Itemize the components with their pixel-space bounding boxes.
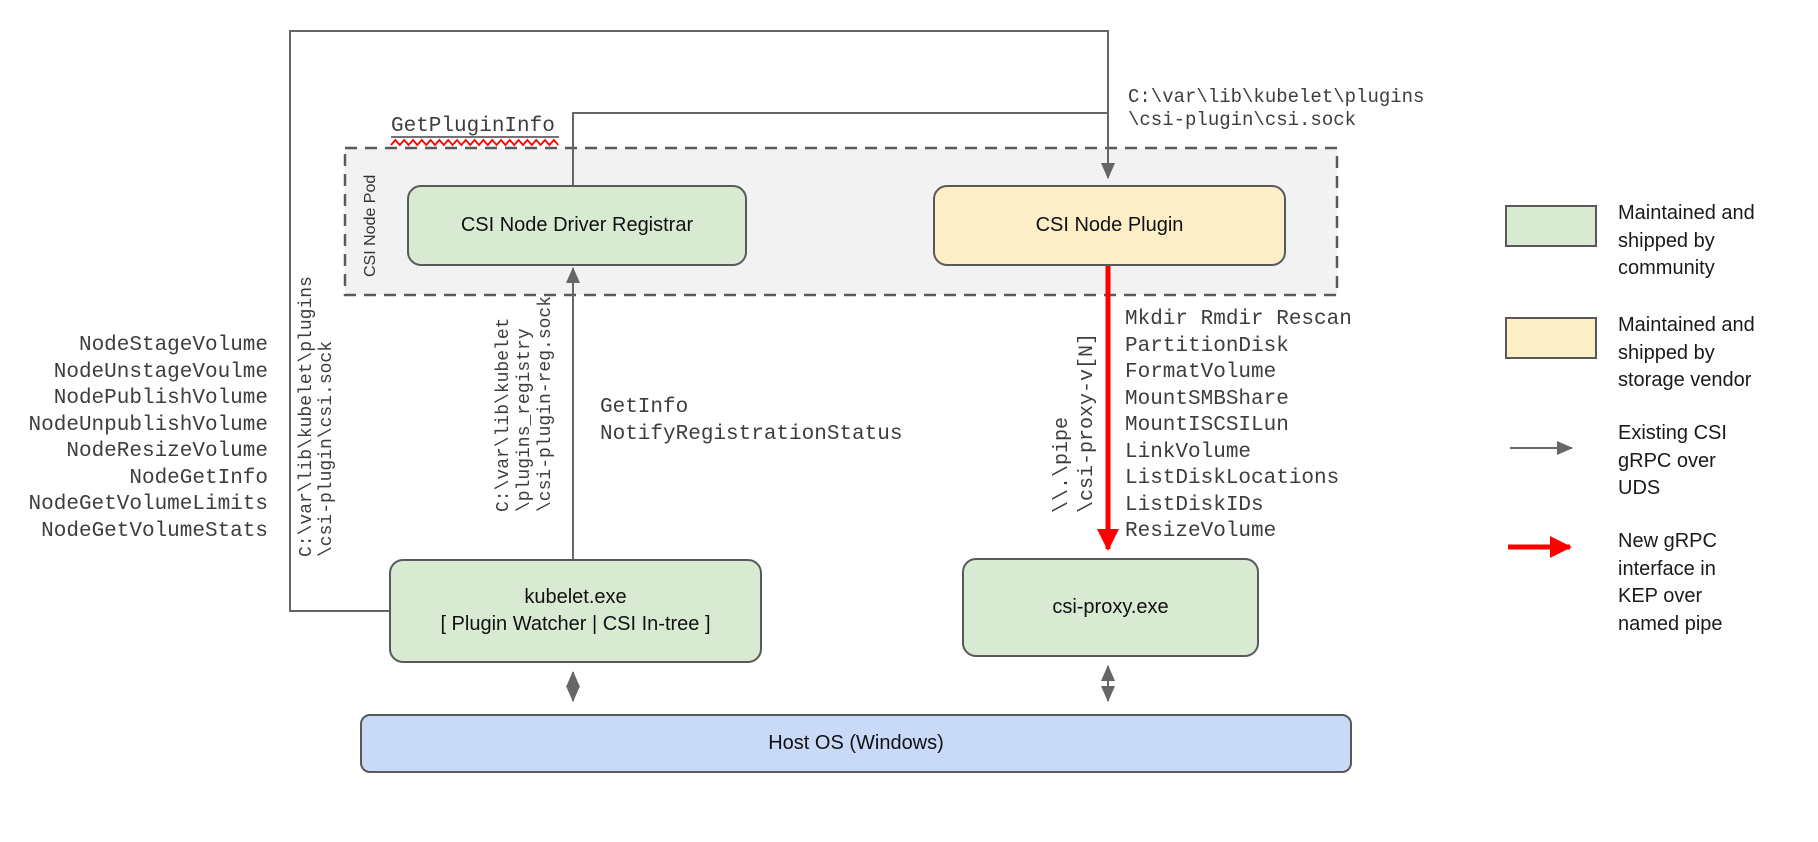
legend-storage-vendor-swatch [1505, 317, 1597, 359]
csi-proxy-label: csi-proxy.exe [1052, 596, 1169, 618]
named-pipe-path-label: \\.\pipe \csi-proxy-v[N] [1051, 332, 1099, 513]
registration-calls-label: GetInfo NotifyRegistrationStatus [600, 396, 903, 446]
csi-sock-path-vertical-label: C:\var\lib\kubelet\plugins \csi-plugin\c… [297, 276, 337, 557]
legend-storage-vendor-text: Maintained and shipped by storage vendor [1618, 314, 1755, 391]
kubelet-label: kubelet.exe [ Plugin Watcher | CSI In-tr… [440, 586, 711, 635]
spellcheck-squiggle [390, 138, 559, 147]
csi-sock-path-label: C:\var\lib\kubelet\plugins \csi-plugin\c… [1128, 86, 1425, 131]
legend-new-grpc-text: New gRPC interface in KEP over named pip… [1618, 530, 1723, 635]
registrar-getplugininfo-connector [572, 112, 1108, 185]
registrar-label: CSI Node Driver Registrar [460, 214, 694, 236]
legend-existing-grpc-text: Existing CSI gRPC over UDS [1618, 422, 1727, 499]
csi-node-plugin-node: CSI Node Plugin [933, 185, 1286, 266]
csi-proxy-api-call-list: Mkdir Rmdir Rescan PartitionDisk FormatV… [1125, 308, 1352, 543]
kubelet-to-plugin-connector [289, 30, 1115, 612]
csi-node-pod-title: CSI Node Pod [362, 174, 379, 277]
plugin-label: CSI Node Plugin [1035, 214, 1184, 236]
registration-sock-path-label: C:\var\lib\kubelet \plugins_registry \cs… [494, 295, 556, 512]
csi-node-driver-registrar-node: CSI Node Driver Registrar [407, 185, 747, 266]
host-os-node: Host OS (Windows) [360, 714, 1352, 773]
host-os-label: Host OS (Windows) [768, 732, 944, 754]
kubelet-node: kubelet.exe [ Plugin Watcher | CSI In-tr… [389, 559, 762, 663]
get-plugin-info-label: GetPluginInfo [391, 115, 555, 138]
csi-proxy-node: csi-proxy.exe [962, 558, 1259, 657]
legend-community-swatch [1505, 205, 1597, 247]
node-rpc-call-list: NodeStageVolume NodeUnstageVoulme NodePu… [28, 334, 268, 543]
legend-community-text: Maintained and shipped by community [1618, 202, 1755, 279]
